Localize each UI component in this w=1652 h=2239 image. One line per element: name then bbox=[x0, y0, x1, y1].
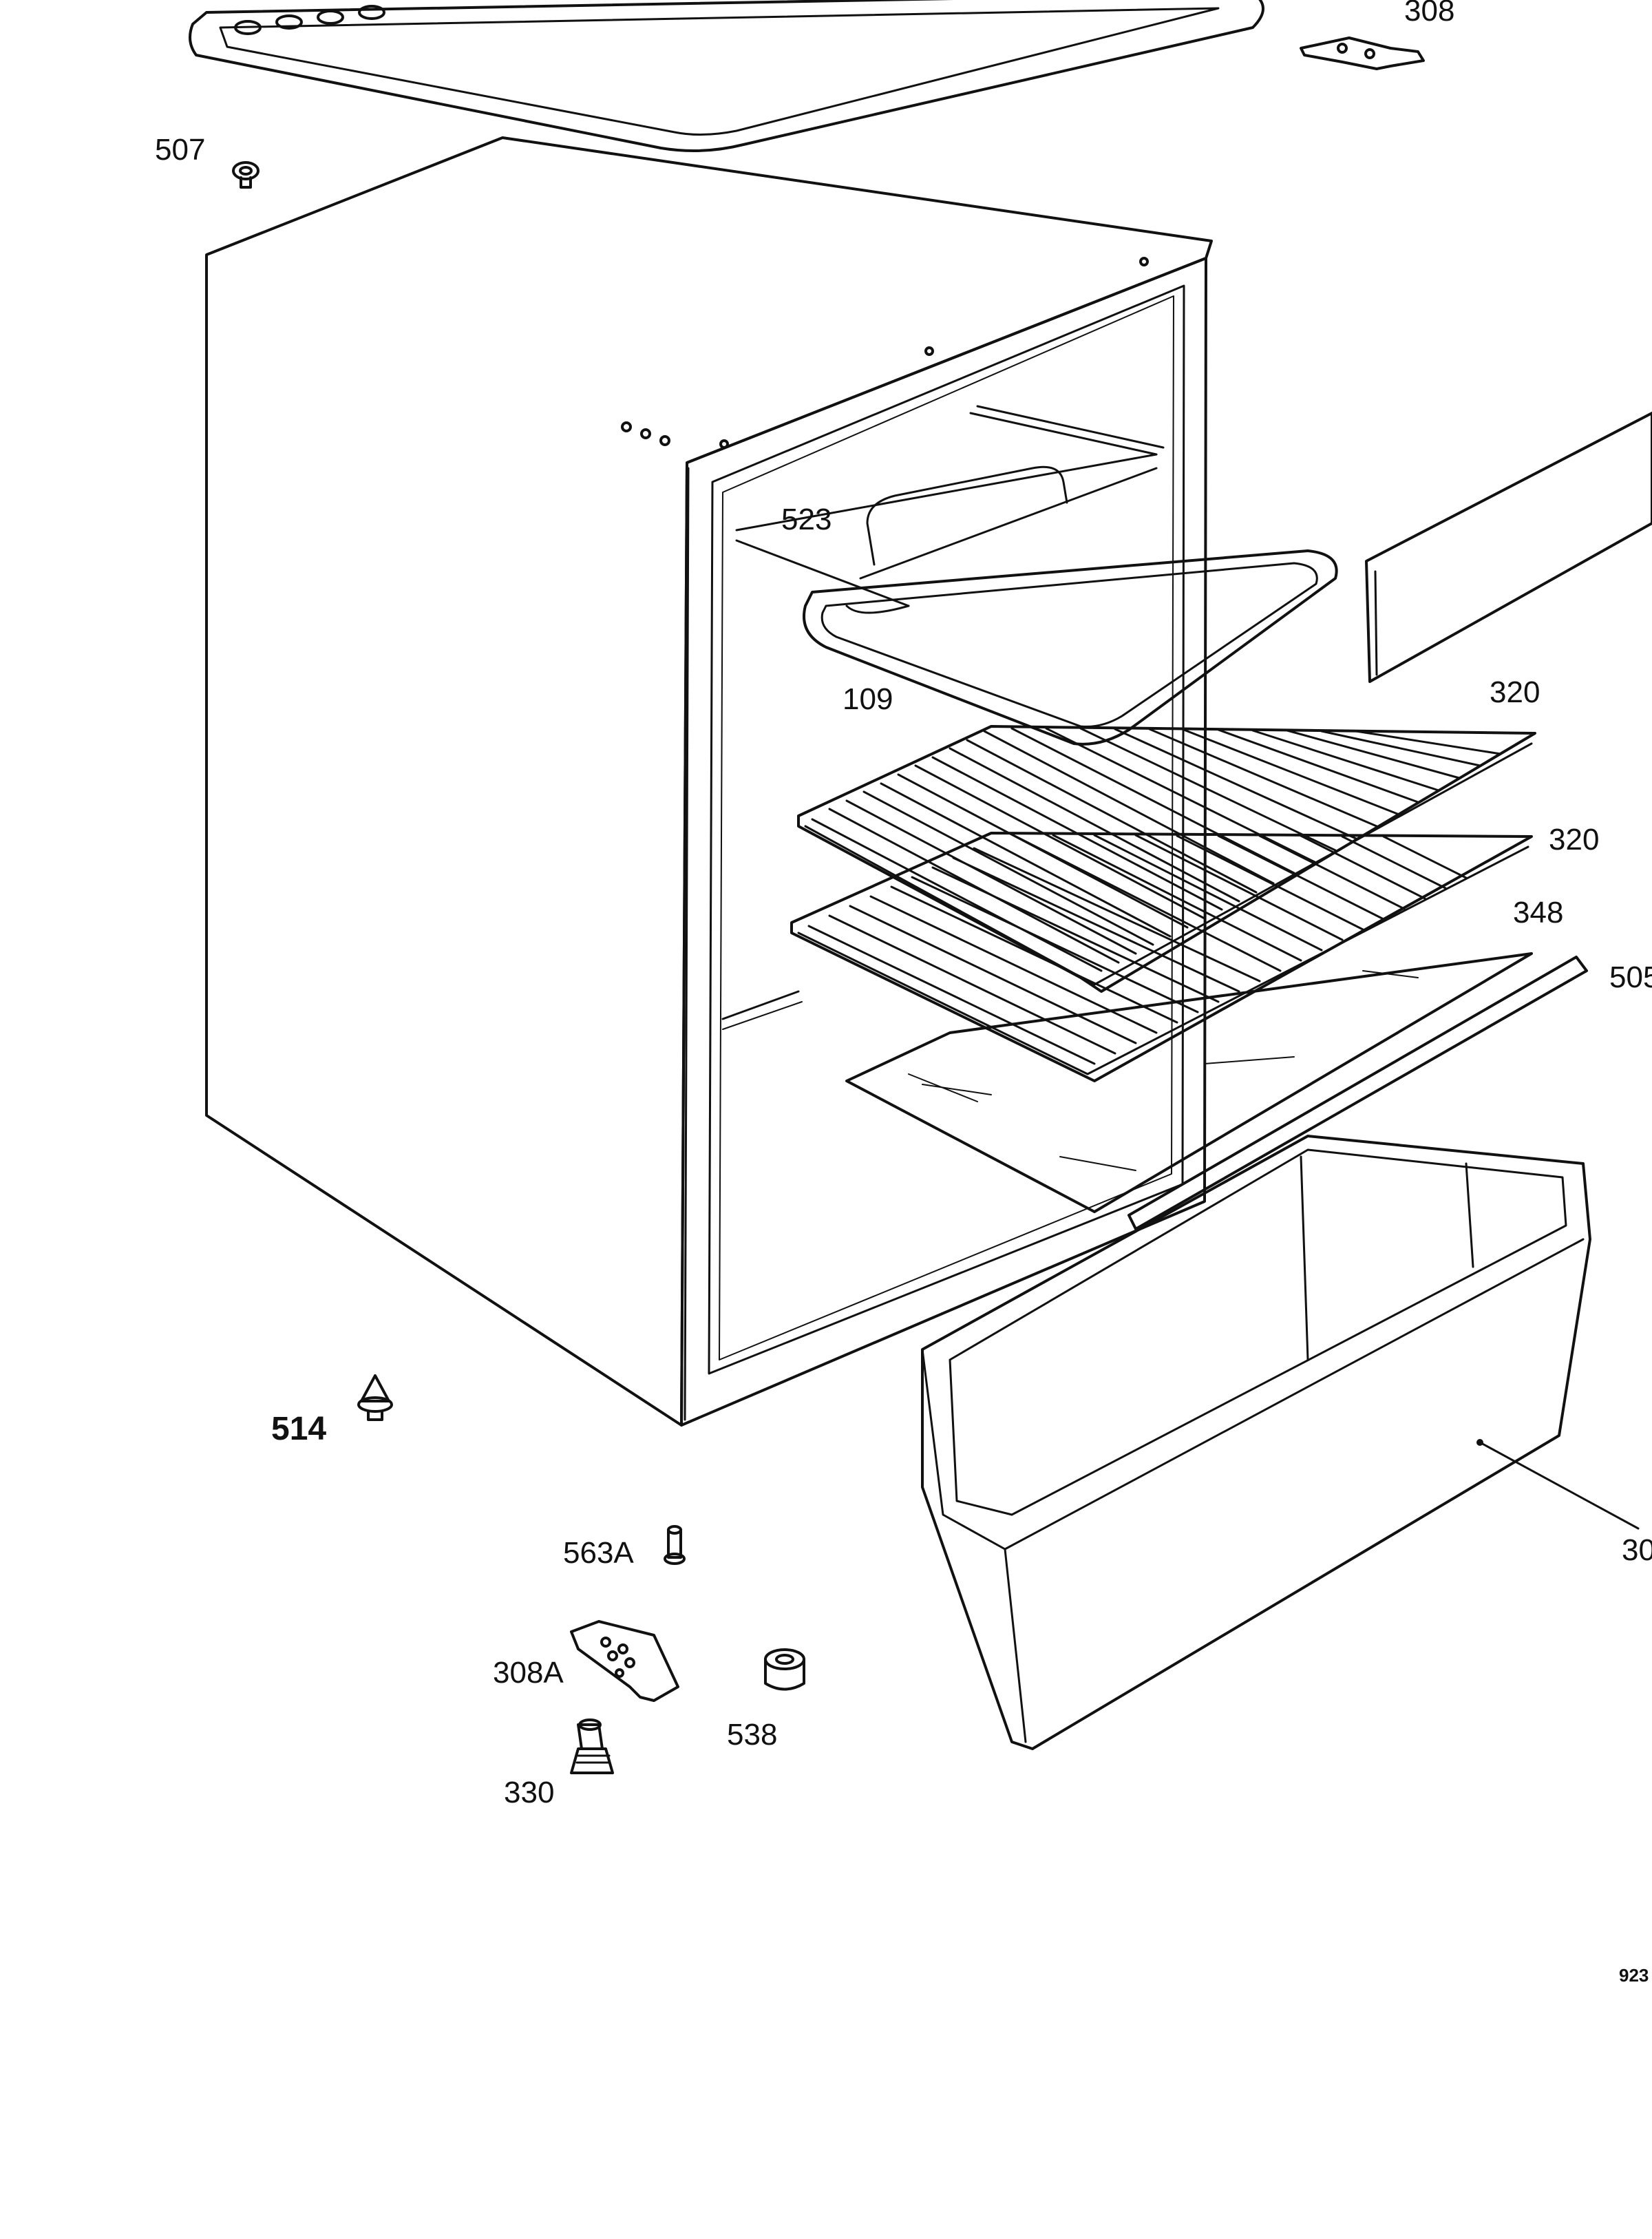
part-label-320-lower: 320 bbox=[1549, 823, 1600, 856]
drip-tray-109-part bbox=[803, 549, 1338, 746]
rail-523-part bbox=[735, 405, 1165, 614]
foot-330-part bbox=[570, 1718, 614, 1774]
part-label-563a: 563A bbox=[563, 1536, 634, 1570]
part-label-507: 507 bbox=[155, 133, 206, 167]
top-cover-part bbox=[189, 0, 1264, 152]
screw-507-part bbox=[232, 161, 260, 189]
wire-shelf-320-lower-part bbox=[790, 832, 1533, 1082]
part-label-330: 330 bbox=[504, 1776, 555, 1809]
hinge-308-part bbox=[1300, 36, 1425, 70]
part-label-348: 348 bbox=[1513, 896, 1564, 929]
crisper-drawer-part bbox=[921, 1135, 1640, 1750]
part-label-30x: 30 bbox=[1622, 1535, 1652, 1566]
hinge-308a-part bbox=[570, 1620, 679, 1702]
part-label-505: 505 bbox=[1609, 963, 1652, 993]
reference-code: 923 bbox=[1619, 1966, 1649, 1984]
part-label-308a: 308A bbox=[493, 1656, 564, 1690]
trim-strip-505-part bbox=[1127, 956, 1588, 1230]
part-label-320-upper: 320 bbox=[1490, 675, 1540, 709]
part-label-538: 538 bbox=[727, 1718, 778, 1752]
spacer-538-part bbox=[764, 1648, 805, 1691]
foot-514-part bbox=[357, 1374, 393, 1421]
part-label-308-top: 308 bbox=[1404, 0, 1455, 28]
screw-563a-part bbox=[664, 1525, 686, 1565]
glass-shelf-348-part bbox=[845, 952, 1533, 1213]
wire-shelf-320-upper-part bbox=[797, 725, 1536, 993]
crisper-cover-part bbox=[1365, 412, 1652, 683]
cabinet-body-part bbox=[205, 136, 1213, 1427]
part-label-514: 514 bbox=[271, 1411, 327, 1447]
part-label-109: 109 bbox=[843, 682, 893, 716]
part-label-523: 523 bbox=[781, 503, 832, 536]
